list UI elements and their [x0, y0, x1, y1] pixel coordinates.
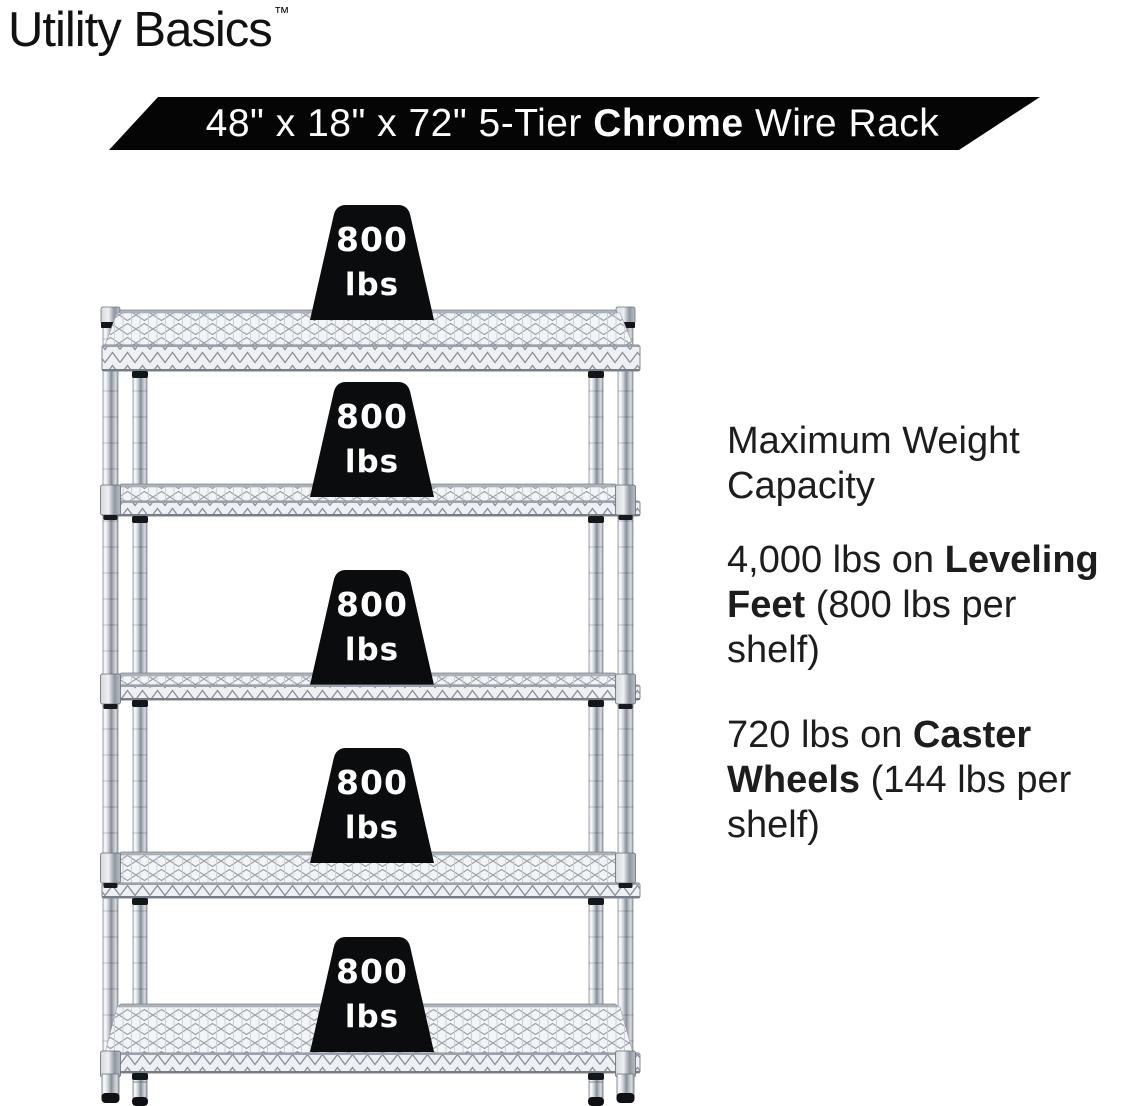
- weight-unit: lbs: [345, 444, 399, 480]
- title-banner: 48" x 18" x 72" 5-Tier Chrome Wire Rack: [109, 97, 1040, 150]
- caster-line3-text: shelf): [727, 804, 820, 846]
- capacity-heading-line1: Maximum Weight: [727, 420, 1020, 462]
- capacity-heading-line2: Capacity: [727, 465, 875, 507]
- leveling-foot-front-left: [132, 1081, 148, 1106]
- caster-wheels-paragraph: 720 lbs on Caster Wheels (144 lbs per sh…: [727, 713, 1126, 848]
- caster-line2-text: (144 lbs per: [860, 759, 1072, 801]
- front-post-left: [132, 367, 148, 1083]
- leveling-foot-front-right: [588, 1081, 604, 1106]
- leveling-line2-text: (800 lbs per: [805, 584, 1017, 626]
- weight-badge-2: 800 lbs: [310, 382, 434, 497]
- weight-value: 800: [336, 220, 408, 259]
- weight-unit: lbs: [345, 632, 399, 668]
- banner-suffix-text: Wire Rack: [743, 102, 940, 145]
- front-post-right: [588, 367, 604, 1083]
- caster-line2-bold: Wheels: [727, 759, 861, 801]
- leveling-feet-paragraph: 4,000 lbs on Leveling Feet (800 lbs per …: [727, 538, 1126, 673]
- shelf-5-front-band: [100, 1050, 641, 1080]
- shelf-2-front-band: [100, 484, 641, 523]
- weight-badge-3: 800 lbs: [310, 570, 434, 685]
- weight-value: 800: [336, 585, 408, 624]
- details-panel: Maximum Weight Capacity 4,000 lbs on Lev…: [727, 419, 1126, 848]
- trademark-symbol: ™: [273, 5, 290, 22]
- shelf-1-front-band: [101, 344, 641, 378]
- weight-value: 800: [336, 763, 408, 802]
- leveling-feet: [101, 1073, 635, 1106]
- caster-line1-bold: Caster: [912, 714, 1032, 756]
- shelf-4-front-band: [100, 852, 641, 905]
- leveling-foot-back-left: [101, 1073, 120, 1103]
- banner-dimensions-text: 48" x 18" x 72" 5-Tier: [205, 102, 594, 145]
- leveling-line3-text: shelf): [727, 629, 820, 671]
- weight-unit: lbs: [345, 810, 399, 846]
- shelf-3-front-band: [100, 673, 641, 709]
- leveling-line1-text: 4,000 lbs on: [727, 539, 945, 581]
- brand-name: Utility Basics: [8, 3, 273, 57]
- banner-chrome-highlight: Chrome: [593, 102, 744, 145]
- weight-unit: lbs: [345, 267, 399, 303]
- weight-value: 800: [336, 952, 408, 991]
- leveling-line1-bold: Leveling: [944, 539, 1099, 581]
- weight-badge-5: 800 lbs: [310, 937, 434, 1052]
- weight-badge-1: 800 lbs: [310, 205, 434, 320]
- caster-line1-text: 720 lbs on: [727, 714, 913, 756]
- weight-value: 800: [336, 397, 408, 436]
- weight-badge-4: 800 lbs: [310, 748, 434, 863]
- capacity-heading: Maximum Weight Capacity: [727, 419, 1126, 509]
- weight-unit: lbs: [345, 999, 399, 1035]
- leveling-foot-back-right: [616, 1073, 635, 1103]
- leveling-line2-bold: Feet: [727, 584, 806, 626]
